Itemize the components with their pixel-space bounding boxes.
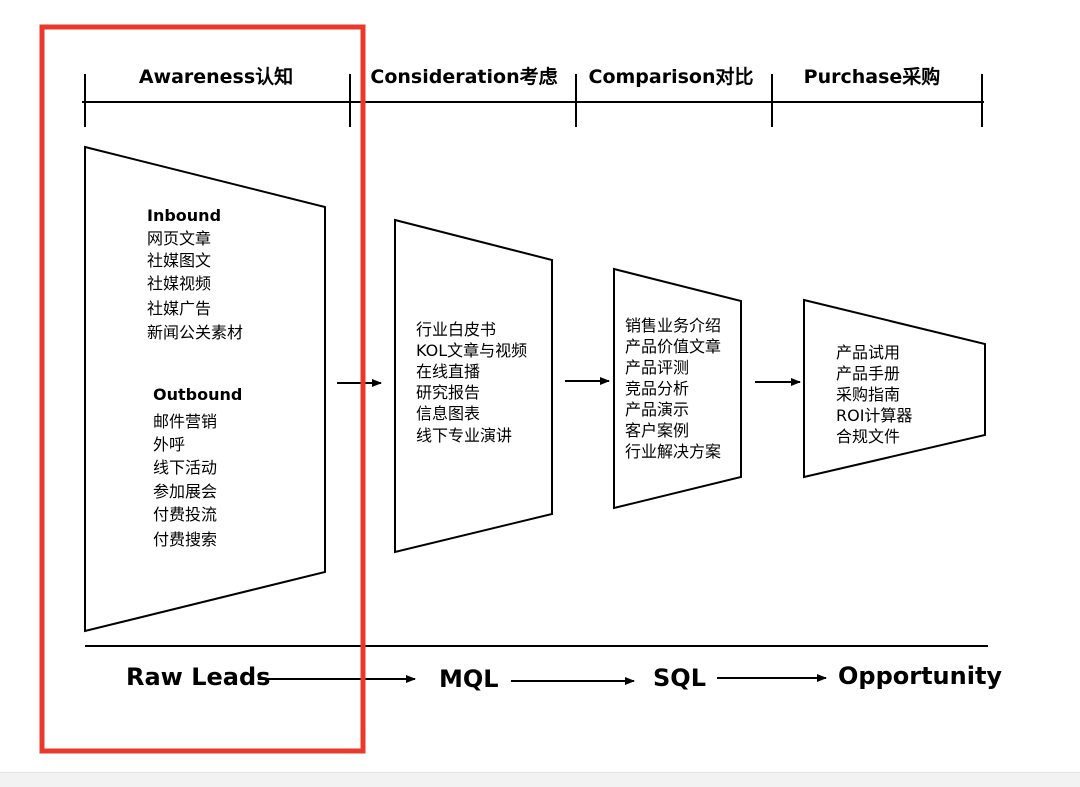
funnel-consideration-content: 行业白皮书 KOL文章与视频 在线直播 研究报告 信息图表 线下专业演讲 (416, 320, 527, 445)
list-item: 付费搜索 (153, 530, 217, 549)
lead-label-sql: SQL (653, 664, 706, 692)
list-item: 付费投流 (153, 505, 217, 524)
list-item: 在线直播 (416, 362, 480, 381)
list-item: 客户案例 (625, 421, 689, 440)
list-item: 产品试用 (836, 343, 900, 362)
funnel-awareness-content: Inbound 网页文章 社媒图文 社媒视频 社媒广告 新闻公关素材 Outbo… (147, 206, 243, 549)
list-item: 行业白皮书 (416, 320, 496, 339)
list-item: 网页文章 (147, 229, 211, 248)
list-item: 采购指南 (836, 385, 900, 404)
list-item: 信息图表 (416, 404, 480, 423)
list-item: 邮件营销 (153, 412, 217, 431)
group-title-inbound: Inbound (147, 206, 221, 225)
funnel-purchase-content: 产品试用 产品手册 采购指南 ROI计算器 合规文件 (836, 343, 912, 446)
stage-label-awareness: Awareness认知 (139, 65, 293, 88)
lead-label-mql: MQL (439, 665, 499, 693)
list-item: 线下活动 (153, 458, 217, 477)
list-item: 社媒图文 (147, 251, 211, 270)
lead-label-raw-leads: Raw Leads (126, 663, 270, 691)
list-item: 研究报告 (416, 383, 480, 402)
funnel-awareness (84, 145, 326, 633)
stage-label-comparison: Comparison对比 (589, 65, 754, 88)
group-title-outbound: Outbound (153, 385, 242, 404)
list-item: ROI计算器 (836, 406, 912, 425)
list-item: 合规文件 (836, 427, 900, 446)
stage-timeline: Awareness认知 Consideration考虑 Comparison对比… (82, 65, 984, 127)
list-item: 新闻公关素材 (147, 323, 243, 342)
list-item: KOL文章与视频 (416, 341, 527, 360)
list-item: 外呼 (153, 435, 185, 454)
list-item: 行业解决方案 (625, 442, 721, 461)
list-item: 线下专业演讲 (416, 426, 512, 445)
list-item: 社媒视频 (147, 274, 211, 293)
list-item: 社媒广告 (147, 299, 211, 318)
list-item: 参加展会 (153, 482, 217, 501)
list-item: 销售业务介绍 (625, 316, 721, 335)
funnel-purchase (803, 298, 986, 479)
list-item: 产品演示 (625, 400, 689, 419)
list-item: 产品价值文章 (625, 337, 721, 356)
list-item: 产品评测 (625, 358, 689, 377)
funnel-consideration (394, 218, 553, 554)
bottom-band (0, 772, 1080, 787)
stage-label-purchase: Purchase采购 (804, 65, 941, 88)
lead-label-opportunity: Opportunity (838, 662, 1002, 690)
list-item: 产品手册 (836, 364, 900, 383)
list-item: 竞品分析 (625, 379, 689, 398)
lead-progression: Raw Leads MQL SQL Opportunity (126, 662, 1002, 693)
stage-label-consideration: Consideration考虑 (370, 65, 557, 88)
funnel-comparison-content: 销售业务介绍 产品价值文章 产品评测 竞品分析 产品演示 客户案例 行业解决方案 (625, 316, 721, 461)
funnel-comparison (613, 267, 742, 510)
awareness-highlight-box (39, 24, 366, 754)
